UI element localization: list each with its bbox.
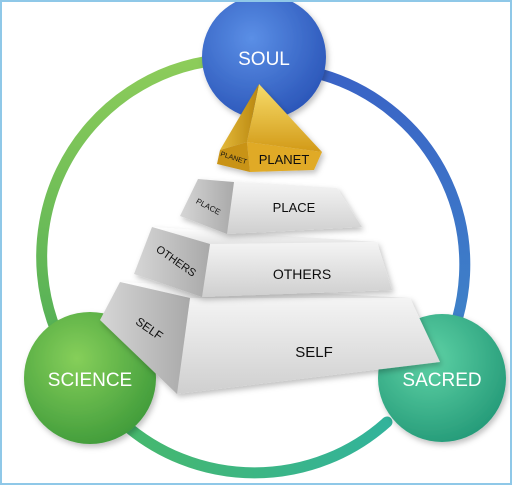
tier-others-front-label: OTHERS: [273, 266, 331, 282]
node-science-label: SCIENCE: [48, 370, 132, 391]
node-soul-label: SOUL: [238, 49, 290, 70]
node-soul: SOUL: [202, 2, 326, 119]
ring-arc-bottom: [116, 416, 393, 479]
ring-arc-left: [36, 54, 223, 368]
tier-place-front-label: PLACE: [273, 200, 316, 215]
tier-self-front-label: SELF: [295, 344, 333, 361]
ring-arc-right: [306, 66, 471, 363]
tier-planet-front-label: PLANET: [259, 152, 310, 167]
tier-others: OTHERS OTHERS: [134, 227, 392, 297]
tier-planet: PLANET PLANET: [217, 84, 322, 172]
node-science: SCIENCE: [24, 312, 156, 444]
node-sacred-label: SACRED: [402, 370, 481, 391]
tier-place: PLACE PLACE: [180, 179, 362, 234]
